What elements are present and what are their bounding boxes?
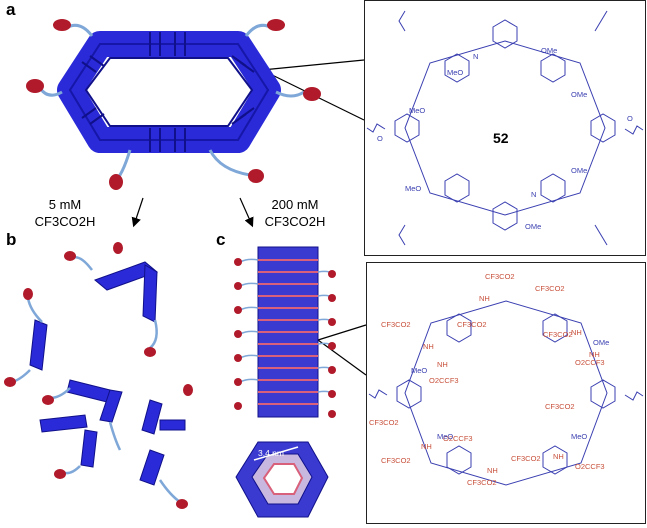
- condition-low-acid-name: CF3CO2H: [34, 214, 96, 229]
- protonated-structure: CF3CO2 CF3CO2 CF3CO2 CF3CO2 CF3CO2 O2CCF…: [368, 272, 644, 487]
- arrow-to-c: [239, 197, 254, 228]
- condition-low-conc: 5 mM: [48, 197, 82, 212]
- ammonium-5: NH: [437, 360, 448, 369]
- label-ome-p1: OMe: [593, 338, 609, 347]
- label-imine-2: N: [531, 190, 536, 199]
- hexagon-ring: [57, 31, 281, 153]
- condition-high-acid: 200 mM CF3CO2H: [255, 196, 335, 230]
- hexagon-model: [26, 19, 321, 190]
- ammonium-2: NH: [423, 342, 434, 351]
- structure-box-neutral: MeO OMe OMe MeO OMe MeO OMe N N O O 52: [364, 0, 646, 256]
- label-imine-1: N: [473, 52, 478, 61]
- counterion-5: CF3CO2: [543, 330, 573, 339]
- nanotube-diameter-label: 3.4 nm: [258, 448, 284, 458]
- counterion-9: CF3CO2: [511, 454, 541, 463]
- condition-high-conc: 200 mM: [271, 197, 319, 212]
- structure-box-protonated: CF3CO2 CF3CO2 CF3CO2 CF3CO2 CF3CO2 O2CCF…: [366, 262, 646, 524]
- label-ether-1: O: [377, 134, 383, 143]
- nanotube-model: 3.4 nm: [234, 246, 336, 518]
- label-meo-p2: MeO: [437, 432, 453, 441]
- label-ome-1: OMe: [541, 46, 557, 55]
- condition-high-acid-name: CF3CO2H: [264, 214, 326, 229]
- ammonium-7: NH: [487, 466, 498, 475]
- ammonium-4: NH: [589, 350, 600, 359]
- counterion-alt-1: O2CCF3: [429, 376, 459, 385]
- counterion-3: CF3CO2: [381, 320, 411, 329]
- aggregated-fragments: [4, 242, 193, 509]
- end-caps: [26, 19, 321, 190]
- label-ome-4: OMe: [525, 222, 541, 231]
- counterion-4: CF3CO2: [457, 320, 487, 329]
- label-meo-1: MeO: [447, 68, 463, 77]
- counterion-2: CF3CO2: [535, 284, 565, 293]
- macrocycle-structure: MeO OMe OMe MeO OMe MeO OMe N N O O 52: [366, 10, 644, 246]
- counterion-8: CF3CO2: [381, 456, 411, 465]
- label-ome-3: OMe: [571, 166, 587, 175]
- condition-low-acid: 5 mM CF3CO2H: [30, 196, 100, 230]
- counterion-6: CF3CO2: [545, 402, 575, 411]
- panel-label-a: a: [6, 0, 16, 19]
- panel-label-c: c: [216, 230, 226, 249]
- label-meo-3: MeO: [405, 184, 421, 193]
- panel-label-b: b: [6, 230, 17, 249]
- arrow-to-b: [131, 197, 144, 228]
- ammonium-3: NH: [571, 328, 582, 337]
- zoom-line-c-top: [317, 324, 367, 341]
- counterion-7: CF3CO2: [369, 418, 399, 427]
- label-meo-p1: MeO: [411, 366, 427, 375]
- label-meo-2: MeO: [409, 106, 425, 115]
- zoom-line-c-bottom: [317, 339, 367, 376]
- counterion-1: CF3CO2: [485, 272, 515, 281]
- label-meo-p3: MeO: [571, 432, 587, 441]
- ammonium-8: NH: [553, 452, 564, 461]
- counterion-10: CF3CO2: [467, 478, 497, 487]
- label-ome-2: OMe: [571, 90, 587, 99]
- ammonium-6: NH: [421, 442, 432, 451]
- counterion-alt-3: O2CCF3: [443, 434, 473, 443]
- ammonium-1: NH: [479, 294, 490, 303]
- zoom-line-a-top: [261, 59, 365, 71]
- counterion-alt-2: O2CCF3: [575, 358, 605, 367]
- label-ether-2: O: [627, 114, 633, 123]
- compound-number: 52: [493, 130, 509, 146]
- nanotube-top-view: 3.4 nm: [235, 441, 329, 518]
- counterion-alt-4: O2CCF3: [575, 462, 605, 471]
- nanotube-stack: [234, 246, 336, 418]
